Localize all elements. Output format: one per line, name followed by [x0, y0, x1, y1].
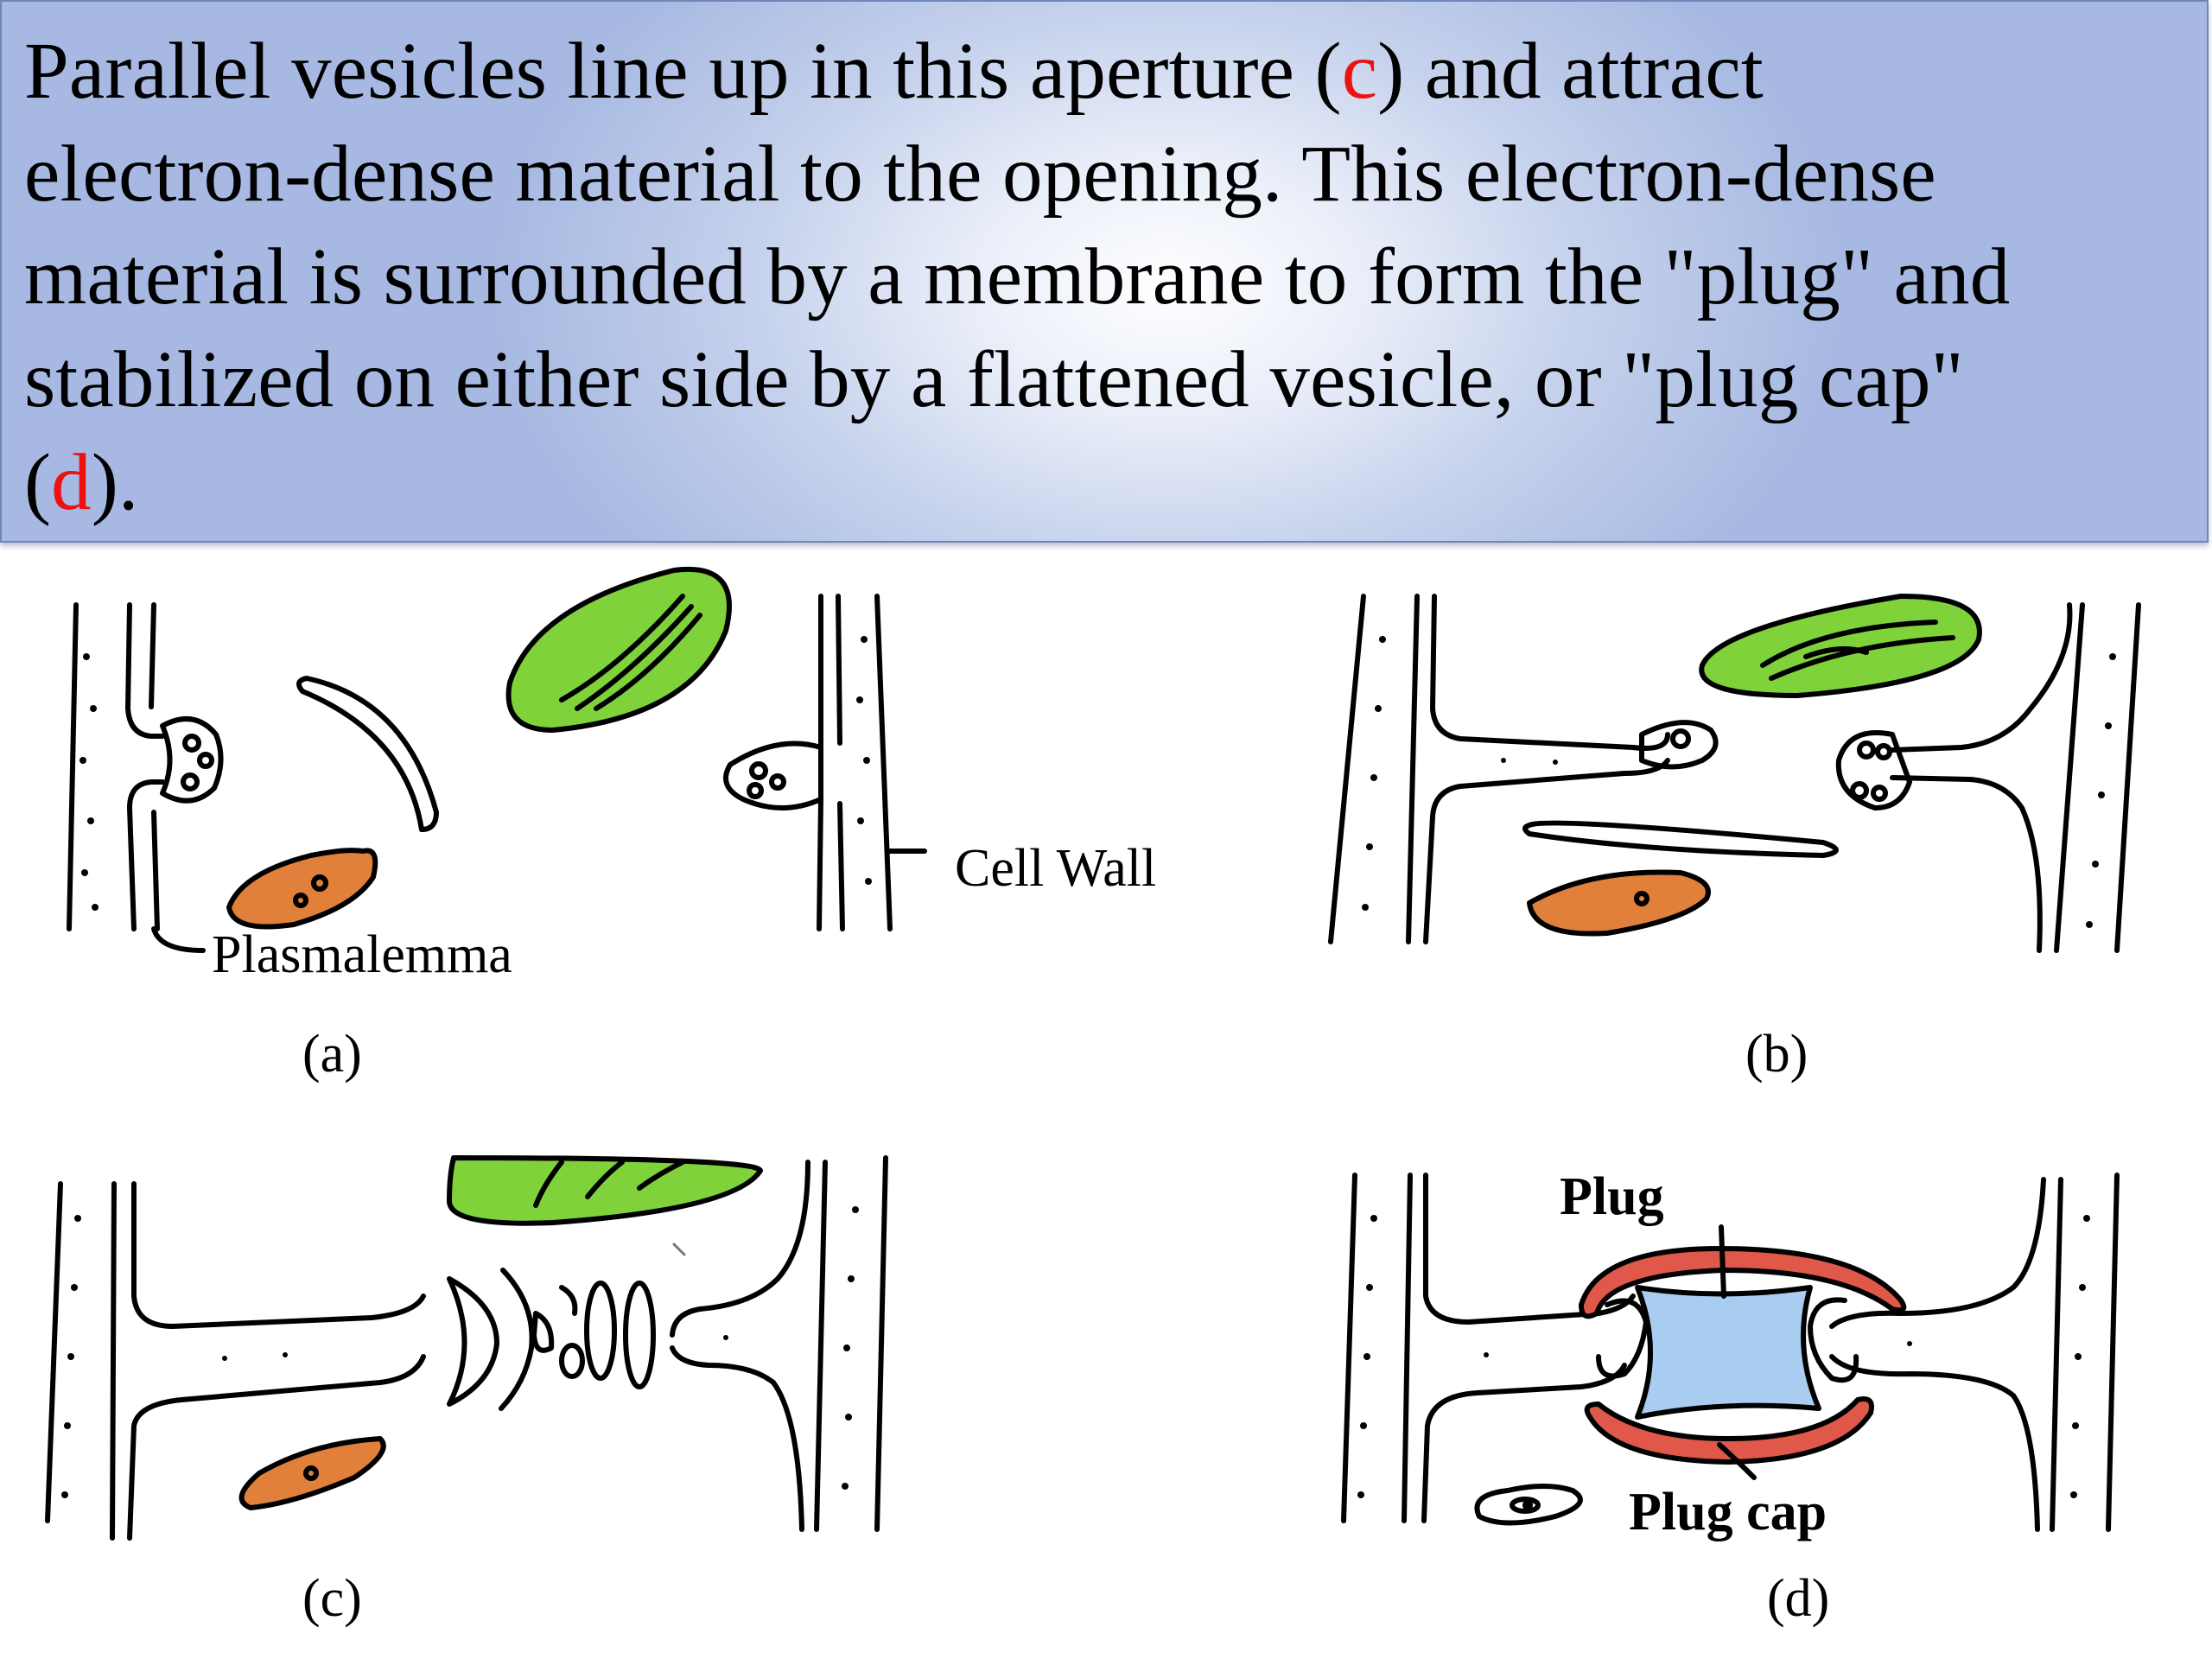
- orange-organelle-c: [238, 1436, 386, 1510]
- plug-formation-diagram: Plasmalemma Cell Wall Plug Plug cap (a) …: [45, 566, 2141, 1628]
- plug-cap-bottom: [1584, 1396, 1874, 1465]
- caption-line-3: material is surrounded by a membrane to …: [24, 232, 2011, 321]
- caption-line-1: Parallel vesicles line up in this apertu…: [24, 27, 1764, 116]
- chloroplast-c: [447, 1155, 763, 1226]
- panel-d-label: (d): [1767, 1569, 1829, 1628]
- orange-organelle-a: [226, 848, 378, 930]
- panel-c: [45, 1155, 888, 1541]
- small-vesicle-d: [1474, 1484, 1583, 1526]
- panel-a-label: (a): [302, 1025, 362, 1084]
- parallel-vesicles: [447, 1268, 656, 1411]
- plug-cap-label: Plug cap: [1629, 1483, 1827, 1541]
- panel-c-label: (c): [302, 1569, 362, 1628]
- panel-d: [1341, 1173, 2120, 1532]
- reference-d: d: [51, 438, 92, 527]
- plasmalemma-label: Plasmalemma: [212, 925, 512, 984]
- caption-box: Parallel vesicles line up in this apertu…: [0, 0, 2209, 543]
- plug: [1596, 1285, 1859, 1420]
- chloroplast-a: [505, 566, 732, 733]
- caption-line-5: (d).: [24, 438, 139, 527]
- caption-line-2: electron-dense material to the opening. …: [24, 130, 1936, 219]
- plug-cap-top: [1579, 1246, 1907, 1319]
- panel-a: [67, 566, 927, 953]
- chloroplast-b: [1699, 594, 1982, 698]
- panel-b-label: (b): [1745, 1025, 1808, 1084]
- caption-line-4: stabilized on either side by a flattened…: [24, 335, 1964, 424]
- orange-organelle-b: [1527, 869, 1711, 937]
- reference-c: c: [1341, 27, 1378, 116]
- panel-b: [1328, 594, 2141, 953]
- plug-label: Plug: [1560, 1167, 1664, 1226]
- cell-wall-label: Cell Wall: [955, 839, 1156, 898]
